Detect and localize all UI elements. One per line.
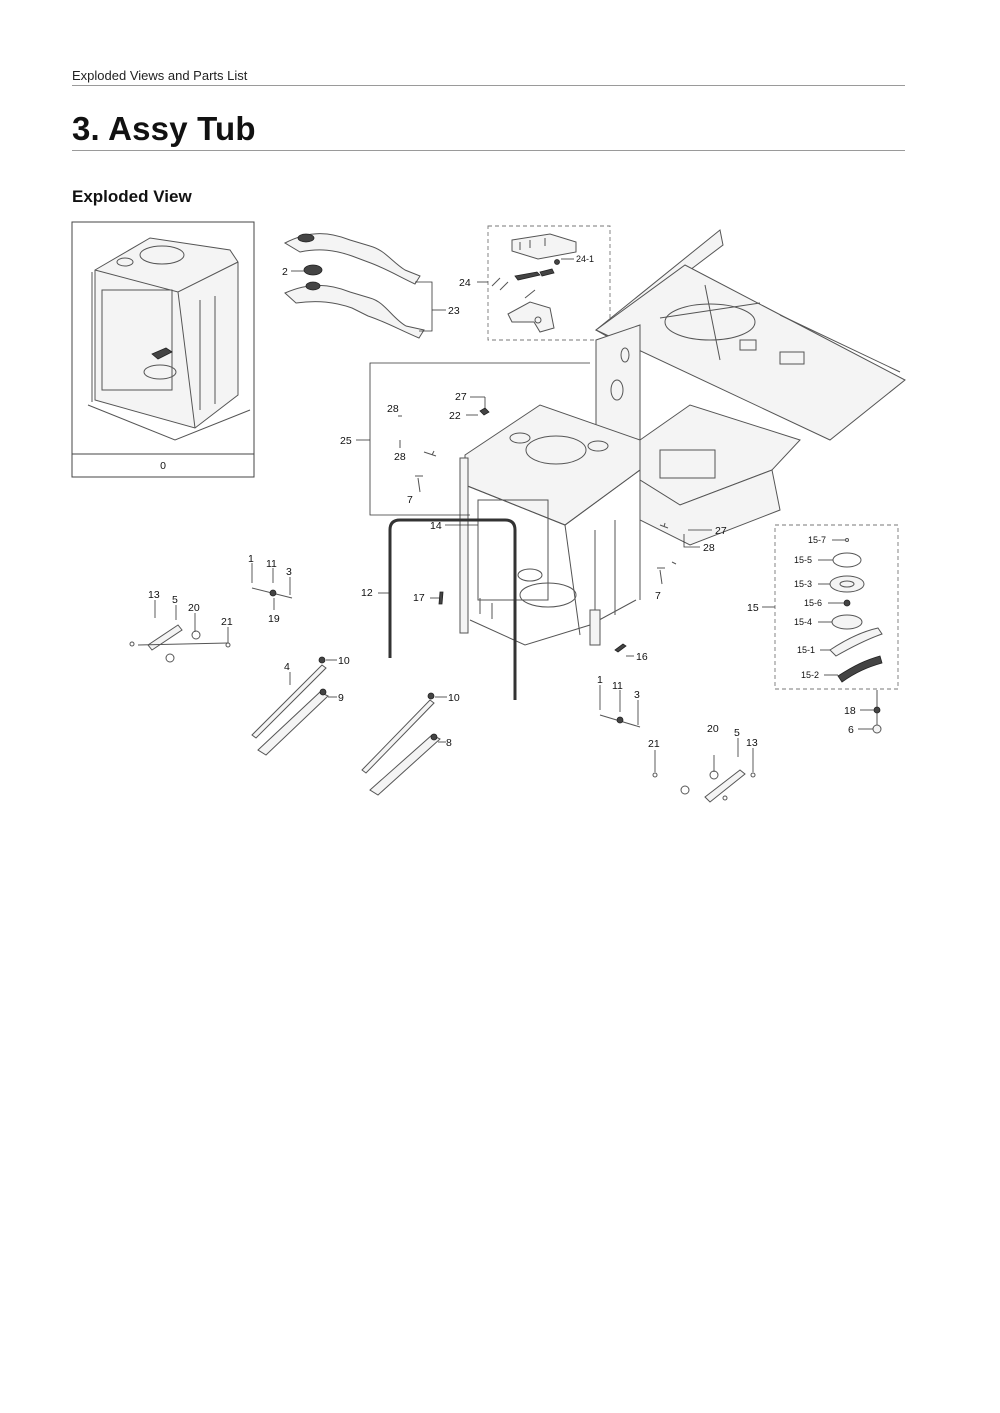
callout-4: 4 (284, 661, 290, 673)
left-bracket-group (129, 563, 293, 663)
part-25-box (356, 362, 590, 516)
callout-1: 1 (248, 553, 254, 565)
callout-21: 21 (221, 616, 233, 628)
right-bracket-group (599, 685, 756, 803)
callout-10: 10 (338, 655, 350, 667)
callout-15-7: 15-7 (808, 535, 826, 545)
running-header: Exploded Views and Parts List (72, 68, 248, 83)
callout-9: 9 (338, 692, 344, 704)
callout-26: 27 (455, 391, 467, 403)
callout-8: 8 (446, 737, 452, 749)
callout-24: 24 (459, 277, 471, 289)
door-gasket (378, 518, 517, 700)
callout-15-2: 15-2 (801, 670, 819, 680)
callout-13-right: 13 (746, 737, 758, 749)
callout-12: 12 (361, 587, 373, 599)
callout-15: 15 (747, 602, 759, 614)
callout-5: 5 (172, 594, 178, 606)
callout-27-right: 27 (715, 525, 727, 537)
callout-11: 11 (266, 558, 277, 570)
callout-15-4: 15-4 (794, 617, 812, 627)
callout-inset-0: 0 (160, 460, 166, 472)
callout-15-3: 15-3 (794, 579, 812, 589)
callout-15-6: 15-6 (804, 598, 822, 608)
callout-15-5: 15-5 (794, 555, 812, 565)
callout-3-right: 3 (634, 689, 640, 701)
callout-7-right: 7 (655, 590, 661, 602)
part-15-box (762, 524, 899, 734)
header-rule (72, 85, 905, 86)
callout-15-1: 15-1 (797, 645, 815, 655)
inset-assembled-view: 0 (71, 221, 255, 478)
callout-7: 7 (407, 494, 413, 506)
callout-labels: 2 23 24 24-1 27 22 28 25 28 7 14 27 28 7… (148, 254, 856, 750)
spray-conduit-group (283, 233, 446, 339)
main-tub (459, 404, 641, 646)
callout-28-right: 28 (703, 542, 715, 554)
callout-14: 14 (430, 520, 442, 532)
callout-10-center: 10 (448, 692, 460, 704)
left-rail-assembly (251, 656, 337, 756)
callout-2: 2 (282, 266, 288, 278)
callout-27: 28 (387, 403, 399, 415)
callout-17: 17 (413, 592, 425, 604)
callout-25: 25 (340, 435, 352, 447)
callout-22: 22 (449, 410, 461, 422)
callout-3: 3 (286, 566, 292, 578)
callout-6: 6 (848, 724, 854, 736)
callout-13: 13 (148, 589, 160, 601)
part-24-box (477, 225, 611, 341)
section-title: Exploded View (72, 187, 192, 206)
callout-28: 28 (394, 451, 406, 463)
title-rule (72, 150, 905, 151)
callout-1-right: 1 (597, 674, 603, 686)
callout-24-1: 24-1 (576, 254, 594, 264)
insulation-panels (595, 229, 906, 546)
callout-19: 19 (268, 613, 280, 625)
chapter-title: 3. Assy Tub (72, 110, 256, 147)
callout-18: 18 (844, 705, 856, 717)
callout-16: 16 (636, 651, 648, 663)
callout-21-right: 21 (648, 738, 660, 750)
callout-20: 20 (188, 602, 200, 614)
small-parts-center (430, 524, 634, 657)
callout-11-right: 11 (612, 680, 623, 692)
callout-23: 23 (448, 305, 460, 317)
callout-20-right: 20 (707, 723, 719, 735)
center-rail-assembly (361, 692, 447, 796)
callout-5-right: 5 (734, 727, 740, 739)
right-fasteners (657, 522, 712, 585)
